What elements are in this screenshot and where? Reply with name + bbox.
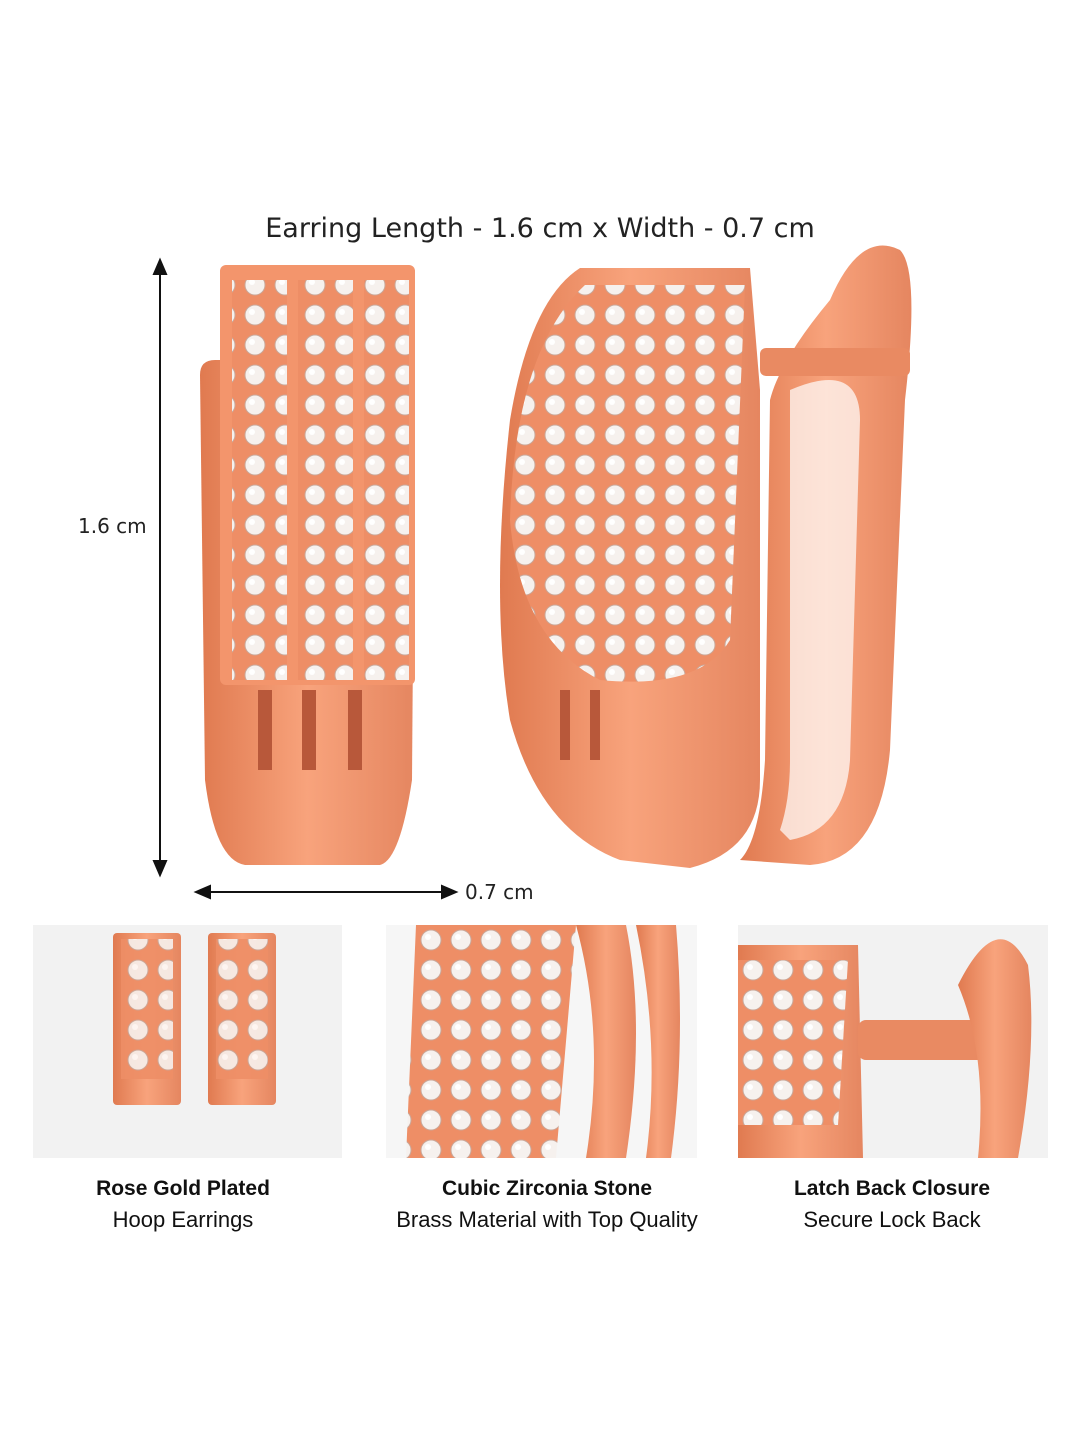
feature-caption: Cubic Zirconia Stone Brass Material with… bbox=[367, 1175, 727, 1237]
thumbnail-pair-view bbox=[33, 925, 342, 1158]
feature-subtitle: Hoop Earrings bbox=[112, 1207, 254, 1232]
width-arrow bbox=[193, 884, 459, 900]
thumbnail-stone-closeup bbox=[386, 925, 697, 1158]
length-arrow bbox=[152, 257, 168, 878]
feature-title: Latch Back Closure bbox=[793, 1177, 991, 1200]
feature-title: Cubic Zirconia Stone bbox=[441, 1177, 653, 1200]
feature-subtitle: Brass Material with Top Quality bbox=[396, 1207, 698, 1232]
thumbnail-latch-closeup bbox=[738, 925, 1048, 1158]
feature-caption: Rose Gold Plated Hoop Earrings bbox=[3, 1175, 363, 1237]
product-dimensions-title: Earring Length - 1.6 cm x Width - 0.7 cm bbox=[265, 213, 815, 244]
feature-title: Rose Gold Plated bbox=[96, 1177, 270, 1200]
earring-illustration bbox=[152, 245, 912, 900]
feature-caption: Latch Back Closure Secure Lock Back bbox=[712, 1175, 1072, 1237]
feature-subtitle: Secure Lock Back bbox=[803, 1207, 981, 1232]
width-label: 0.7 cm bbox=[465, 880, 534, 904]
earring-side-view bbox=[500, 245, 912, 868]
length-label: 1.6 cm bbox=[78, 514, 147, 538]
earring-front-view bbox=[200, 265, 415, 865]
